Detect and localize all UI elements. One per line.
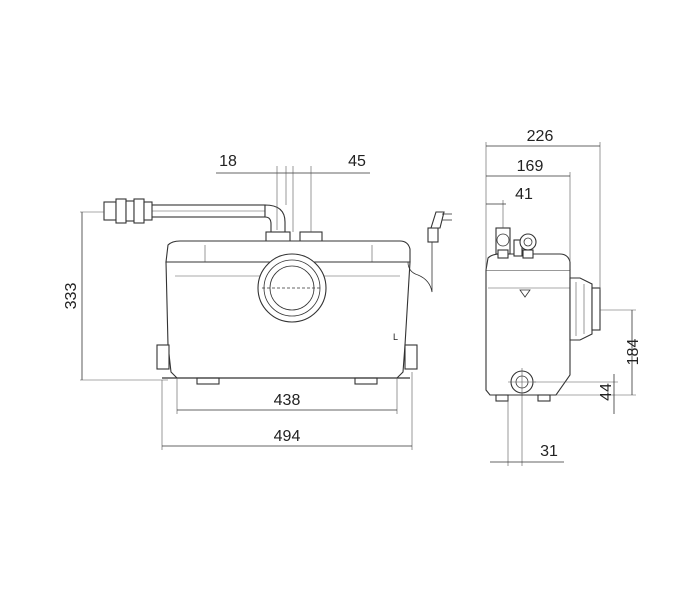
svg-text:L: L [393, 332, 398, 342]
dimension-41: 41 [486, 186, 533, 228]
dim-label-31: 31 [540, 443, 558, 460]
top-fittings [495, 227, 537, 259]
dim-label-333: 333 [63, 283, 80, 310]
dimension-169: 169 [486, 158, 571, 262]
side-port-right [404, 344, 418, 370]
foot [354, 377, 378, 385]
side-view: 226 169 41 184 44 [485, 128, 642, 466]
power-cable [407, 211, 452, 293]
dim-label-494: 494 [274, 428, 301, 445]
dim-label-169: 169 [517, 158, 544, 175]
dimension-438: 438 [176, 378, 398, 414]
plug-icon [430, 211, 445, 229]
dim-label-184: 184 [625, 339, 642, 366]
dim-label-226: 226 [527, 128, 554, 145]
side-port-left [156, 344, 170, 370]
dim-label-41: 41 [515, 186, 533, 203]
discharge-pipe [103, 198, 291, 243]
inlet-port [257, 253, 327, 323]
dimension-18-45: 18 45 [216, 153, 370, 232]
bottom-outlet [508, 368, 536, 396]
dimension-44: 44 [534, 374, 618, 414]
dim-label-18: 18 [219, 153, 237, 170]
dimension-494: 494 [161, 372, 413, 450]
front-view: L 333 438 494 18 [63, 153, 452, 450]
dim-label-45: 45 [348, 153, 366, 170]
lid [165, 240, 411, 263]
dimension-226: 226 [485, 128, 601, 290]
inlet-collar [569, 277, 601, 341]
dim-label-44: 44 [598, 383, 615, 401]
dim-label-438: 438 [274, 392, 301, 409]
dimension-31: 31 [490, 394, 564, 466]
foot [196, 377, 220, 385]
dimension-333: 333 [63, 211, 168, 381]
dimension-184: 184 [556, 309, 642, 396]
